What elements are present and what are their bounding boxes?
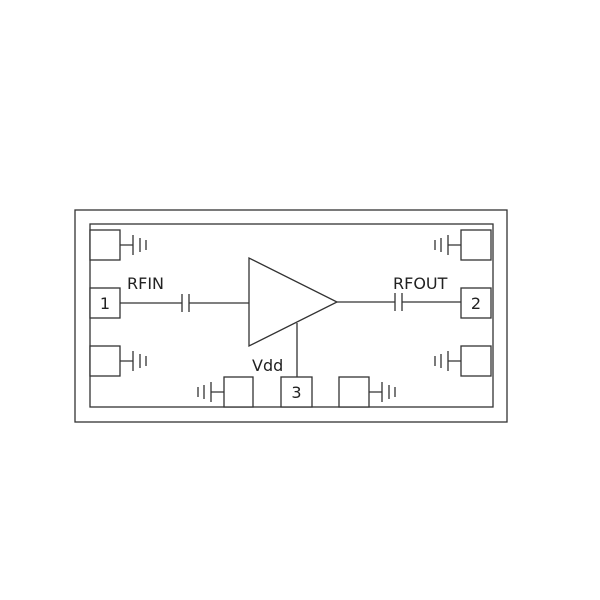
- pin-1: 1: [89, 287, 121, 319]
- rfout-label: RFOUT: [393, 274, 448, 293]
- ground-pad-bottom-center-right: [338, 376, 396, 408]
- rf-output-line-with-capacitor: [337, 293, 461, 311]
- rfin-label: RFIN: [127, 274, 164, 293]
- ground-icon: [120, 351, 147, 371]
- ground-pad-bottom-right: [434, 345, 492, 377]
- ground-pad-bottom-center-left: [197, 376, 254, 408]
- vdd-label: Vdd: [252, 356, 283, 375]
- ground-icon: [120, 235, 147, 255]
- ground-pad-bottom-left: [89, 345, 147, 377]
- ground-icon: [369, 382, 396, 402]
- svg-text:2: 2: [471, 294, 481, 313]
- pin-2: 2: [460, 287, 492, 319]
- ground-pad-top-left: [89, 229, 147, 261]
- rf-input-line-with-capacitor: [120, 294, 249, 312]
- ground-pad-top-right: [434, 229, 492, 261]
- amplifier-triangle-icon: [248, 256, 339, 348]
- pin-3: 3: [280, 376, 313, 408]
- ground-icon: [434, 235, 461, 255]
- svg-text:1: 1: [100, 294, 110, 313]
- ground-icon: [434, 351, 461, 371]
- ground-icon: [197, 382, 224, 402]
- package-outline: [74, 209, 508, 423]
- svg-text:3: 3: [291, 383, 301, 402]
